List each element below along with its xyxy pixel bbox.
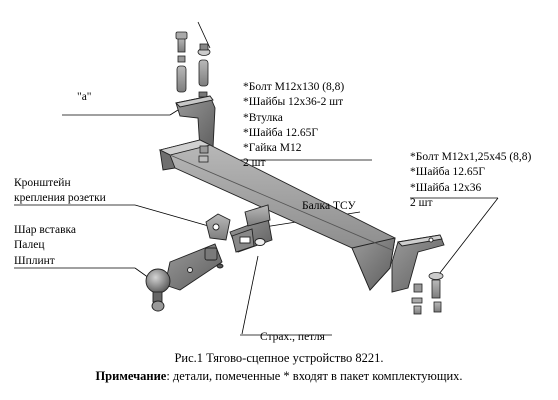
ball-line: Шплинт bbox=[14, 254, 55, 267]
ball-line: Шар вставка bbox=[14, 224, 77, 236]
bolt-set-left bbox=[175, 31, 211, 98]
towbar-beam bbox=[158, 139, 396, 291]
safety-loop-label: Страх., петля bbox=[260, 331, 325, 343]
note-text: : детали, помеченные * входят в пакет ко… bbox=[166, 369, 463, 383]
bracket-line: крепления розетки bbox=[14, 192, 106, 205]
figure-note: Примечание: детали, помеченные * входят … bbox=[0, 368, 558, 384]
nut-stack bbox=[198, 145, 209, 163]
kit2-line: 2 шт bbox=[410, 196, 433, 209]
bracket-line: Кронштейн bbox=[14, 177, 71, 189]
hitch-receiver bbox=[229, 204, 273, 253]
kit1-list: *Болт М12х130 (8,8) *Шайбы 12х36-2 шт *В… bbox=[243, 80, 344, 172]
socket-bracket bbox=[205, 213, 231, 241]
kit1-line: *Гайка М12 bbox=[243, 142, 302, 155]
label-a: "а" bbox=[77, 91, 92, 103]
kit2-list: *Болт М12х1,25х45 (8,8) *Шайба 12.65Г *Ш… bbox=[410, 150, 531, 211]
ball-insert bbox=[145, 243, 224, 312]
ball-line: Палец bbox=[14, 239, 45, 252]
bolt-set-right bbox=[411, 272, 444, 315]
ball-label: Шар вставка Палец Шплинт bbox=[14, 223, 76, 269]
kit1-line: *Шайбы 12х36-2 шт bbox=[243, 96, 344, 109]
kit2-line: *Шайба 12х36 bbox=[410, 181, 482, 194]
kit2-line: *Шайба 12.65Г bbox=[410, 166, 485, 179]
kit1-line: *Болт М12х130 (8,8) bbox=[243, 81, 345, 93]
kit2-line: *Болт М12х1,25х45 (8,8) bbox=[410, 151, 532, 163]
bracket-label: Кронштейн крепления розетки bbox=[14, 176, 106, 207]
beam-label: Балка ТСУ bbox=[302, 200, 356, 212]
note-title: Примечание bbox=[95, 369, 167, 383]
kit1-line: 2 шт bbox=[243, 157, 266, 170]
mounting-bracket-right bbox=[391, 234, 445, 293]
kit1-line: *Втулка bbox=[243, 111, 283, 124]
kit1-line: *Шайба 12.65Г bbox=[243, 126, 318, 139]
figure-caption: Рис.1 Тягово-сцепное устройство 8221. bbox=[174, 351, 384, 365]
mounting-bracket-a bbox=[175, 95, 216, 151]
